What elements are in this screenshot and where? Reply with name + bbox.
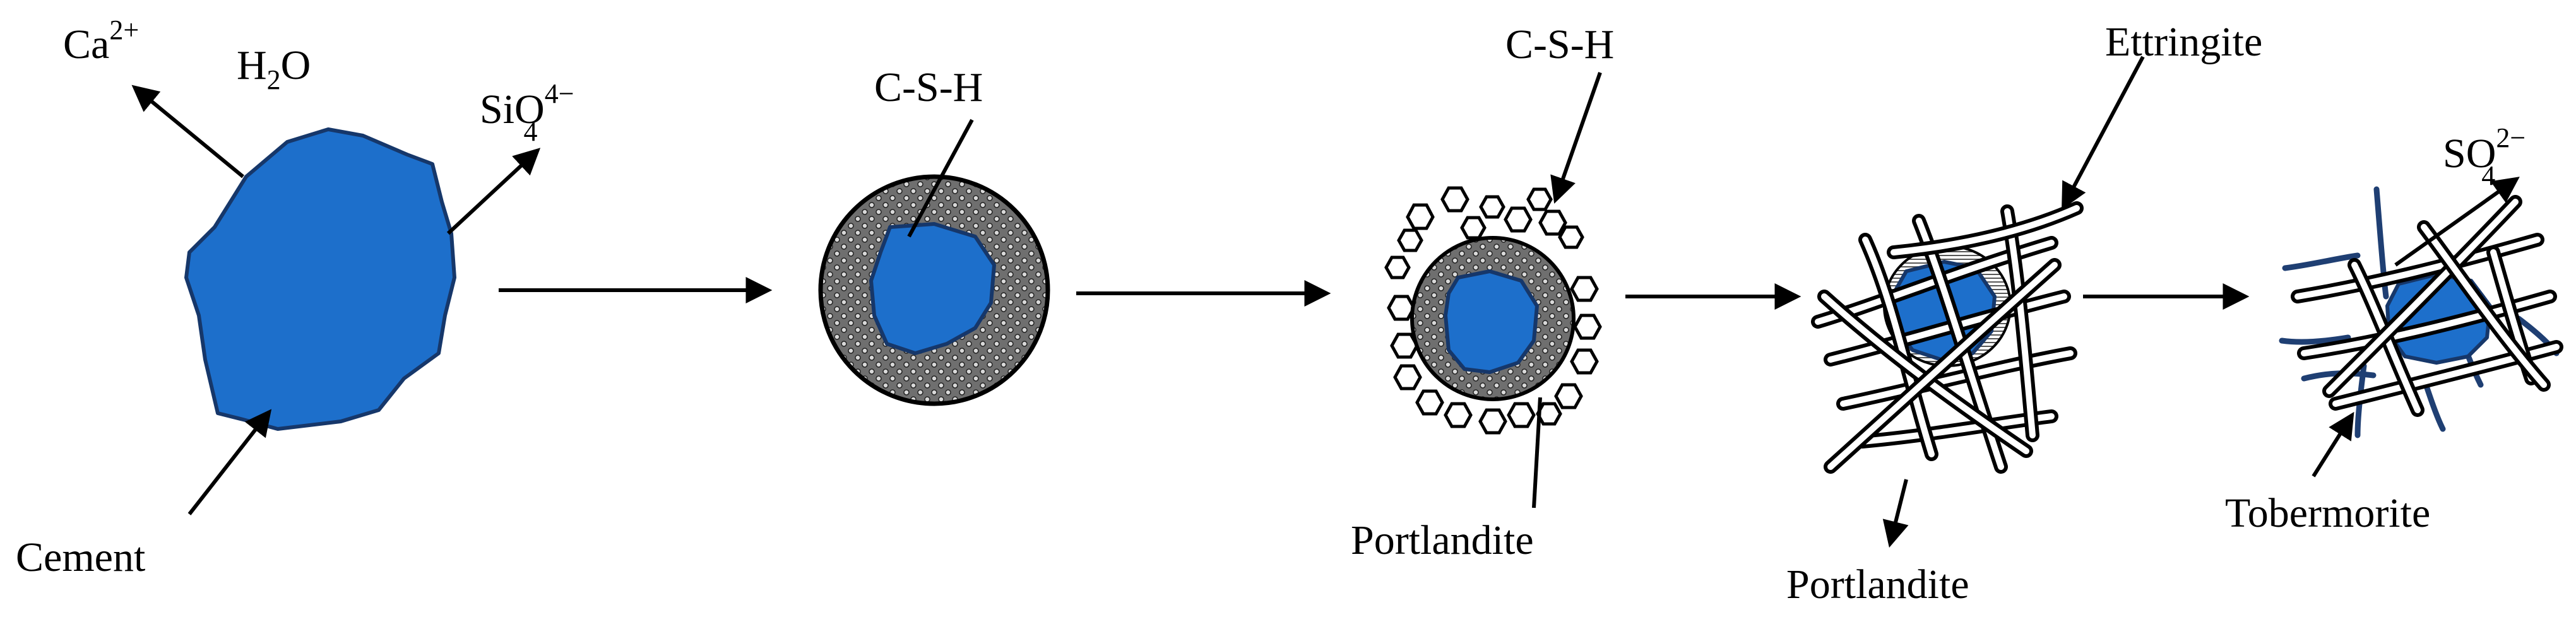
arrow-ca	[131, 85, 244, 179]
ettringite-arrow	[2062, 56, 2145, 210]
portlandite-pointer	[1532, 397, 1542, 508]
portlandite-crystals	[1384, 186, 1602, 435]
label-portlandite-stage3: Portlandite	[1351, 517, 1534, 563]
label-ca: Ca2+	[63, 15, 139, 67]
so4-arrow	[2394, 177, 2520, 267]
arrow-sio4	[446, 148, 541, 235]
stage-4-ettringite: Ettringite Portlandite	[1786, 19, 2262, 607]
label-sio4: SiO4−4	[480, 78, 574, 147]
cement-grain-core	[869, 222, 996, 355]
stage-3-portlandite: C-S-H Portlandite	[1351, 21, 1614, 563]
label-portlandite-stage4: Portlandite	[1786, 561, 1969, 607]
label-csh-stage3: C-S-H	[1505, 21, 1614, 67]
stage-5-tobermorite: SO2−4 Tobermorite	[2225, 122, 2563, 536]
csh-pointer	[907, 119, 974, 238]
label-so4: SO2−4	[2443, 122, 2526, 191]
csh-arrow	[1550, 72, 1602, 204]
label-tobermorite: Tobermorite	[2225, 490, 2430, 536]
label-cement: Cement	[16, 534, 145, 580]
stage-2-csh: C-S-H	[818, 64, 1050, 406]
tobermorite-arrow	[2312, 411, 2354, 478]
cement-grain-core	[1444, 269, 1539, 374]
cement-grain	[184, 127, 456, 431]
label-csh-stage2: C-S-H	[874, 64, 983, 110]
portlandite-arrow	[1882, 479, 1909, 548]
label-ettringite: Ettringite	[2105, 19, 2262, 65]
ettringite-needles	[1811, 201, 2084, 474]
stage-1-cement: Ca2+ H2O SiO4−4 Cement	[16, 15, 574, 580]
fiber-network	[2291, 195, 2563, 417]
label-h2o: H2O	[237, 42, 311, 95]
arrow-cement	[187, 409, 272, 515]
